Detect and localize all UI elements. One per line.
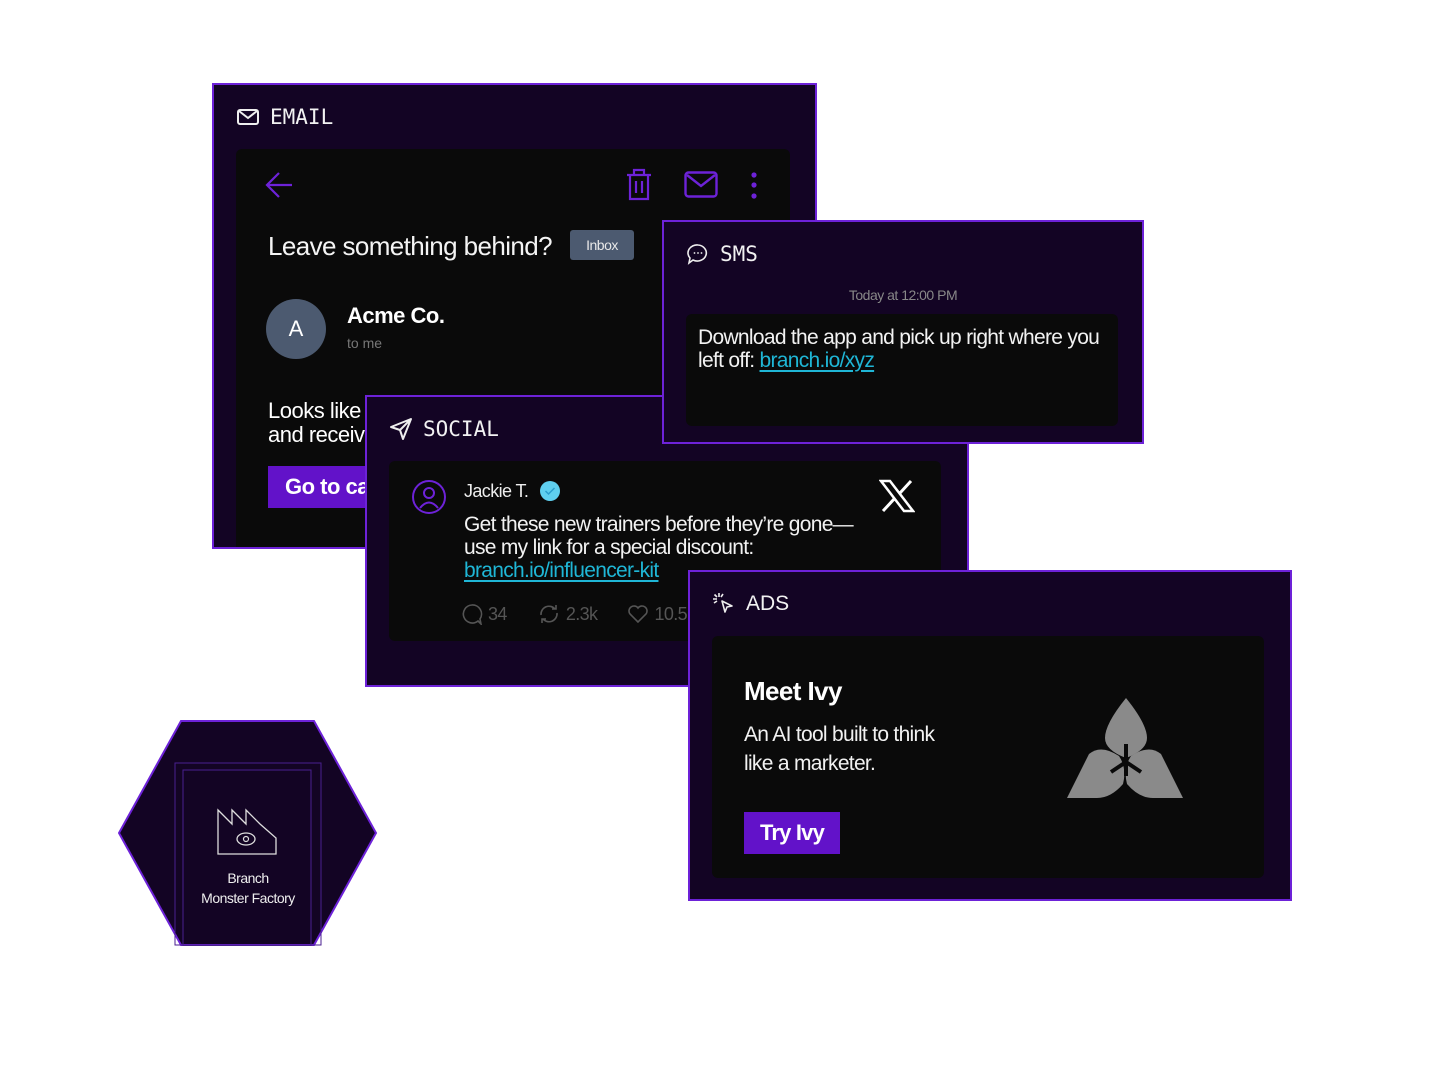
back-arrow-icon[interactable] — [264, 169, 296, 201]
sms-panel: SMS Today at 12:00 PM Download the app a… — [662, 220, 1144, 444]
repost-count: 2.3k — [565, 603, 598, 624]
email-body-line2: and receiv — [268, 422, 365, 447]
repost-icon — [540, 605, 558, 623]
try-ivy-button[interactable]: Try Ivy — [744, 812, 840, 854]
post-link[interactable]: branch.io/influencer-kit — [464, 559, 659, 582]
reply-button[interactable]: 34 — [461, 603, 507, 625]
sms-timestamp: Today at 12:00 PM — [848, 287, 958, 303]
sms-title: SMS — [720, 242, 758, 266]
factory-eye-icon — [217, 808, 277, 855]
more-vertical-icon[interactable] — [748, 171, 760, 201]
post-author: Jackie T. — [464, 481, 529, 501]
sms-message: Download the app and pick up right where… — [698, 326, 1100, 372]
envelope-icon[interactable] — [684, 171, 718, 199]
sms-link[interactable]: branch.io/xyz — [759, 349, 875, 372]
social-title: SOCIAL — [423, 417, 499, 441]
email-subject: Leave something behind? — [268, 231, 553, 261]
inbox-badge: Inbox — [570, 230, 634, 260]
heart-icon — [628, 605, 649, 624]
email-title: EMAIL — [270, 105, 334, 129]
ads-panel: ADS Meet Ivy An AI tool built to think l… — [688, 570, 1292, 901]
post-text: Get these new trainers before they’re go… — [464, 513, 854, 559]
x-logo-icon[interactable] — [879, 479, 915, 513]
factory-name-line2: Monster Factory — [201, 890, 295, 906]
like-count: 10.5k — [654, 603, 696, 624]
recipient-label: to me — [347, 335, 383, 351]
ad-body-line1: An AI tool built to think — [744, 723, 935, 746]
reply-count: 34 — [488, 603, 507, 624]
user-avatar-icon — [412, 480, 446, 514]
ad-body-line2: like a marketer. — [744, 752, 876, 775]
trash-icon[interactable] — [624, 167, 654, 201]
ad-headline: Meet Ivy — [744, 676, 842, 706]
factory-node: Branch Monster Factory — [118, 720, 378, 946]
avatar: A — [266, 299, 326, 359]
chat-bubble-icon — [687, 244, 708, 265]
sms-message-bubble: Download the app and pick up right where… — [686, 314, 1118, 426]
sparkle-cursor-icon — [713, 593, 733, 613]
sender-name: Acme Co. — [347, 303, 445, 328]
verified-badge-icon — [540, 481, 560, 501]
email-body-line1: Looks like — [268, 398, 361, 423]
ad-card: Meet Ivy An AI tool built to think like … — [712, 636, 1264, 878]
ivy-logo-icon — [1067, 698, 1183, 798]
like-button[interactable]: 10.5k — [627, 603, 696, 625]
factory-name-line1: Branch — [227, 870, 269, 886]
ads-title: ADS — [746, 592, 790, 615]
mail-icon — [237, 109, 259, 125]
reply-icon — [462, 604, 483, 625]
repost-button[interactable]: 2.3k — [537, 603, 598, 625]
send-icon — [390, 418, 412, 440]
